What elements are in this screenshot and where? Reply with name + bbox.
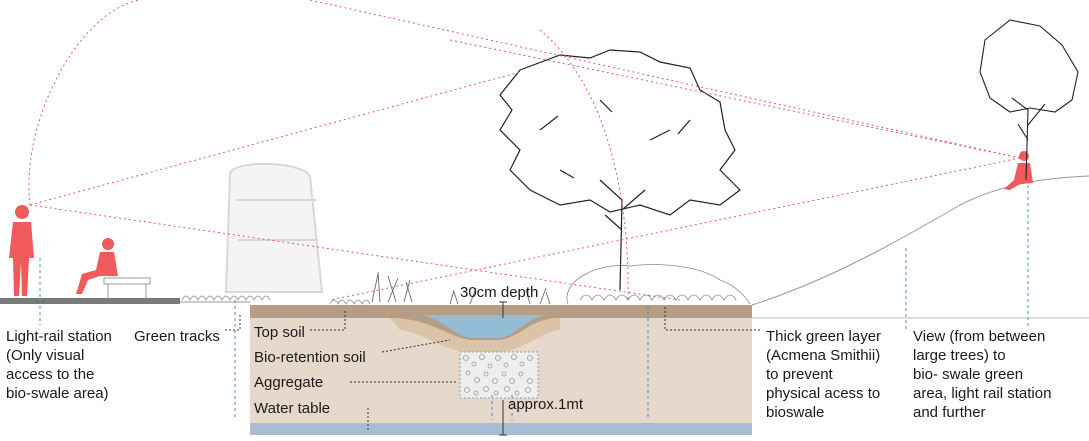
station-platform [0, 298, 180, 304]
label-pointers [225, 306, 760, 430]
aggregate-pebbles [463, 354, 533, 396]
tram-outline [224, 162, 324, 293]
swale-water [420, 315, 545, 338]
station-label: Light-rail station (Only visual access t… [6, 328, 112, 402]
green-tracks-grass [181, 295, 371, 305]
green-tracks-label: Green tracks [134, 328, 220, 345]
bio-retention-soil-label: Bio-retention soil [254, 349, 366, 366]
acmena-shrub [566, 264, 751, 305]
water-table-band [250, 423, 752, 435]
aggregate-label: Aggregate [254, 374, 324, 391]
seated-person-figure [76, 238, 118, 294]
view-label: View (from between large trees) to bio- … [913, 328, 1052, 421]
top-soil-label: Top soil [254, 324, 305, 341]
hill-slope [751, 175, 1089, 306]
large-tree [499, 49, 741, 291]
sight-lines [28, 0, 1021, 301]
water-table-label: Water table [254, 400, 331, 417]
bench [103, 277, 151, 298]
green-layer-label: Thick green layer (Acmena Smithii) to pr… [766, 328, 882, 421]
leader-lines [39, 185, 1029, 420]
depth-1m-label: approx.1mt [508, 396, 584, 413]
depth-30cm-label: 30cm depth [460, 284, 539, 301]
swale-plants [371, 271, 551, 305]
bio-retention-layer [390, 318, 560, 352]
hillside-person-figure [1004, 151, 1033, 190]
hillside-tree [979, 19, 1079, 181]
aggregate-box [459, 351, 539, 399]
standing-person-figure [9, 205, 34, 296]
